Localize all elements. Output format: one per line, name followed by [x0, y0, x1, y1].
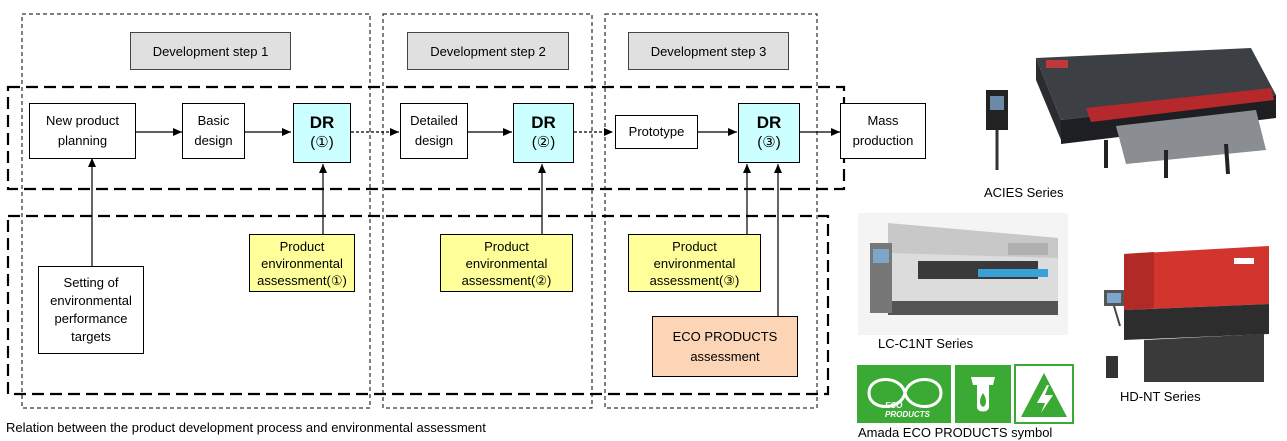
step-3-label: Development step 3 [628, 32, 789, 70]
prototype-box: Prototype [615, 115, 698, 149]
dr-3-box: DR (③) [738, 103, 800, 163]
step-2-label: Development step 2 [407, 32, 569, 70]
eco-products-symbol: ECO PRODUCTS [855, 363, 1075, 425]
pea-1-box: Product environmental assessment(①) [249, 234, 355, 292]
diagram-caption: Relation between the product development… [6, 420, 486, 435]
dr-2-box: DR (②) [513, 103, 574, 163]
pea-2-box: Product environmental assessment(②) [440, 234, 573, 292]
hd-nt-machine-image [1084, 244, 1282, 384]
dr-1-box: DR (①) [293, 103, 351, 163]
acies-machine-image [966, 40, 1281, 185]
new-product-planning-box: New product planning [29, 103, 136, 159]
eco-symbol-caption: Amada ECO PRODUCTS symbol [858, 425, 1053, 440]
eco-logo-text: ECO PRODUCTS [885, 401, 930, 419]
targets-box: Setting of environmental performance tar… [38, 266, 144, 354]
step-1-label: Development step 1 [130, 32, 291, 70]
lc-c1nt-caption: LC-C1NT Series [878, 336, 974, 351]
basic-design-box: Basic design [182, 103, 245, 159]
lc-c1nt-machine-image [858, 213, 1068, 335]
pea-3-box: Product environmental assessment(③) [628, 234, 761, 292]
mass-production-box: Mass production [840, 103, 926, 159]
hd-nt-caption: HD-NT Series [1120, 389, 1201, 404]
step2-frame [382, 13, 593, 409]
acies-caption: ACIES Series [984, 185, 1064, 200]
eco-products-assessment-box: ECO PRODUCTS assessment [652, 316, 798, 377]
detailed-design-box: Detailed design [400, 103, 468, 159]
